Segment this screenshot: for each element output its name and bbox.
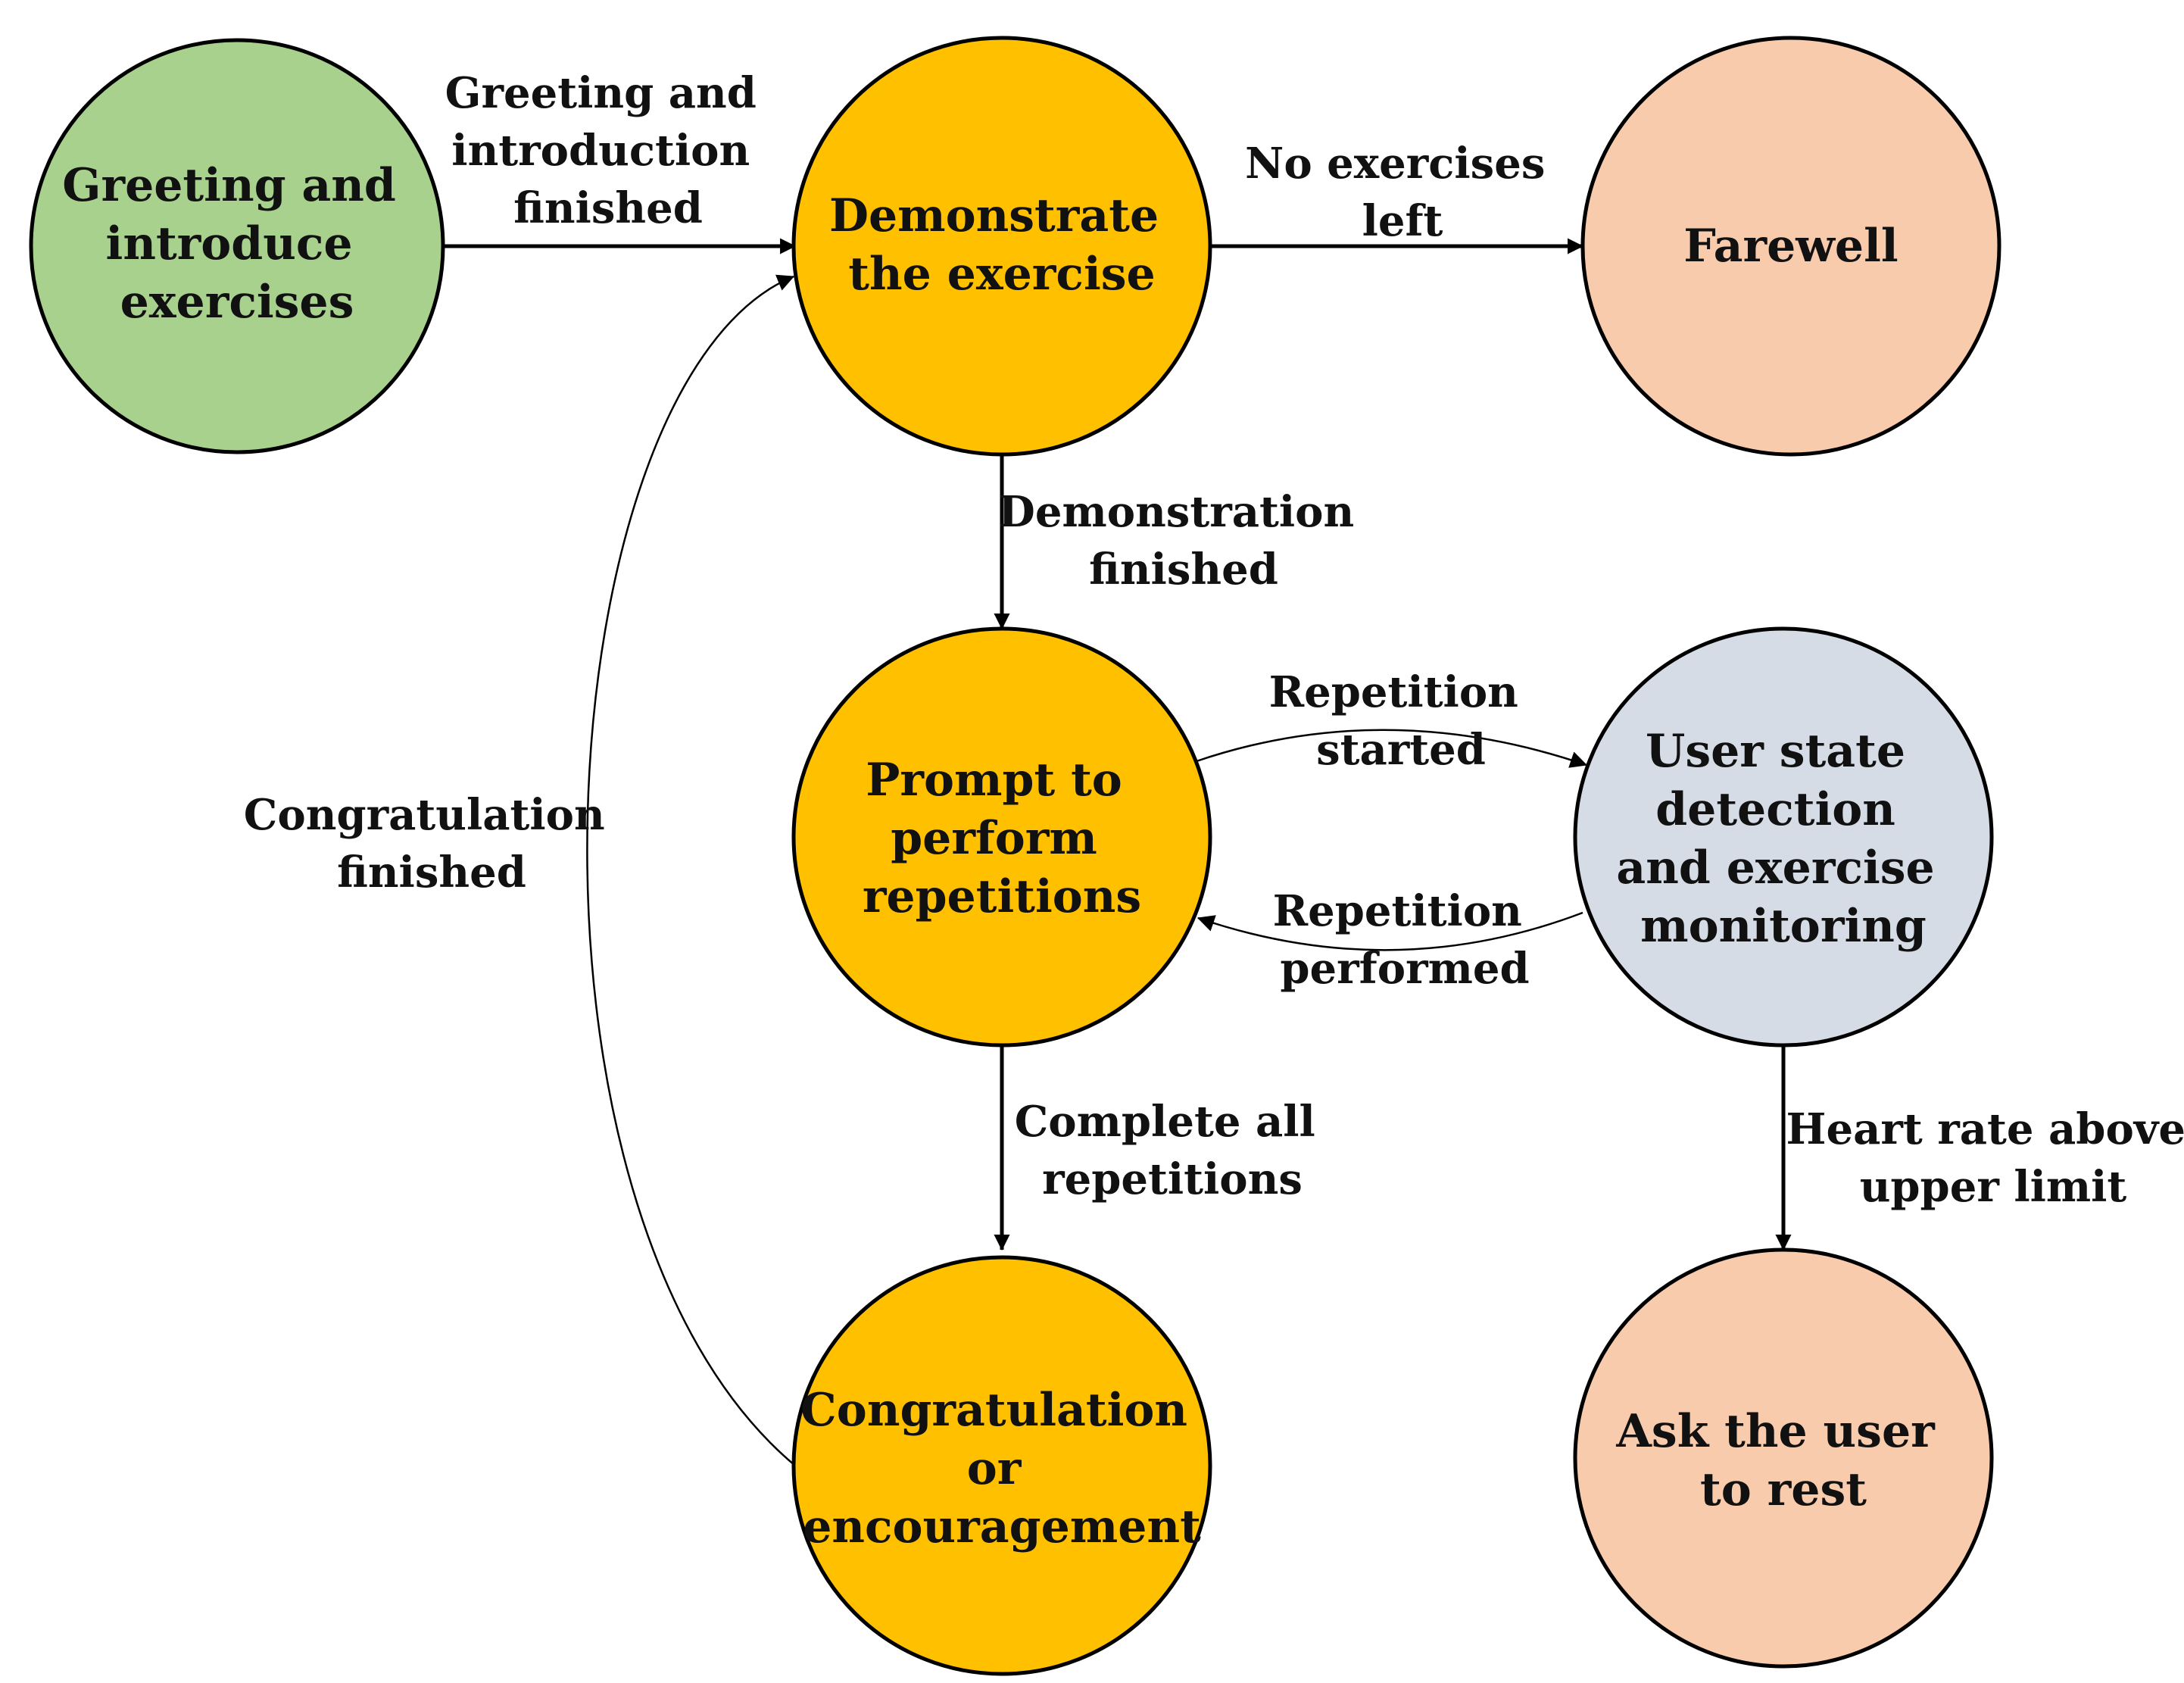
node-rest-line1: Ask the user	[1615, 1405, 1936, 1458]
node-monitor-line2: detection	[1655, 783, 1895, 836]
label-congrat-finished-line2: finished	[337, 848, 526, 898]
node-prompt: Prompt to perform repetitions	[791, 626, 1212, 1048]
label-no-exercises-line2: left	[1362, 196, 1443, 246]
label-heart-rate: Heart rate above upper limit	[1786, 1104, 2184, 1212]
node-rest: Ask the user to rest	[1573, 1247, 1994, 1669]
edge-congrat-to-demo	[586, 274, 796, 1466]
node-demonstrate-circle	[791, 36, 1212, 457]
label-heart-rate-line2: upper limit	[1860, 1162, 2127, 1212]
label-congrat-finished: Congratulation finished	[244, 790, 619, 898]
node-monitor-circle	[1573, 626, 1994, 1048]
label-rep-performed: Repetition performed	[1273, 886, 1537, 994]
node-monitor-line3: and exercise	[1616, 842, 1934, 895]
label-rep-started-line1: Repetition	[1269, 667, 1518, 717]
label-congrat-finished-line1: Congratulation	[244, 790, 605, 840]
node-prompt-line1: Prompt to	[866, 754, 1122, 807]
node-farewell-circle	[1580, 36, 2001, 457]
svg-text:Prompt to perform: Prompt to perform repetitions	[863, 754, 1141, 923]
label-intro-finished-line1: Greeting and	[445, 68, 757, 118]
node-greeting-line2: introduce	[106, 217, 353, 270]
label-complete-all-line2: repetitions	[1042, 1154, 1303, 1204]
svg-text:Congratulation or: Congratulation or encouragement	[800, 1384, 1203, 1553]
label-rep-started: Repetition started	[1269, 667, 1533, 775]
label-demo-finished-line1: Demonstration	[998, 487, 1354, 537]
node-prompt-line2: perform	[891, 812, 1097, 865]
node-prompt-circle	[791, 626, 1212, 1048]
svg-text:Ask the user to rest: Ask the user to rest	[1615, 1405, 1950, 1516]
svg-text:Demonstrate the exercise: Demonstrate the exercise	[829, 189, 1175, 301]
node-farewell: Farewell	[1580, 36, 2001, 457]
svg-text:User state detection: User state detection and exercise monito…	[1616, 725, 1950, 953]
label-demo-finished: Demonstration finished	[998, 487, 1368, 595]
svg-text:Farewell: Farewell	[1683, 220, 1898, 273]
label-intro-finished-line3: finished	[513, 183, 703, 233]
node-greeting: Greeting and introduce exercises	[29, 38, 445, 454]
label-no-exercises-line1: No exercises	[1245, 139, 1545, 189]
node-prompt-line3: repetitions	[863, 870, 1141, 923]
label-intro-finished: Greeting and introduction finished	[445, 68, 772, 233]
node-monitor-line4: monitoring	[1640, 900, 1927, 953]
node-congrat-line1: Congratulation	[800, 1384, 1187, 1437]
edge-prompt-to-monitor	[1196, 729, 1588, 768]
label-heart-rate-line1: Heart rate above	[1786, 1104, 2184, 1154]
edge-monitor-to-prompt	[1197, 911, 1583, 951]
node-demonstrate: Demonstrate the exercise	[791, 36, 1212, 457]
node-congrat-line2: or	[967, 1442, 1022, 1495]
label-demo-finished-line2: finished	[1089, 545, 1278, 595]
node-rest-circle	[1573, 1247, 1994, 1669]
label-rep-performed-line1: Repetition	[1273, 886, 1522, 936]
node-congrat-line3: encouragement	[803, 1500, 1201, 1553]
node-demonstrate-line2: the exercise	[848, 248, 1155, 301]
node-greeting-line1: Greeting and	[62, 159, 396, 212]
label-no-exercises: No exercises left	[1245, 139, 1560, 246]
label-intro-finished-line2: introduction	[451, 126, 750, 176]
node-demonstrate-line1: Demonstrate	[829, 189, 1159, 242]
node-farewell-line1: Farewell	[1683, 220, 1898, 273]
label-rep-performed-line2: performed	[1280, 944, 1529, 994]
label-complete-all-line1: Complete all	[1015, 1097, 1315, 1147]
node-monitor: User state detection and exercise monito…	[1573, 626, 1994, 1048]
node-congrat: Congratulation or encouragement	[791, 1255, 1212, 1676]
node-monitor-line1: User state	[1646, 725, 1905, 778]
svg-text:Greeting and introduce: Greeting and introduce exercises	[62, 159, 412, 329]
node-greeting-line3: exercises	[120, 276, 354, 329]
node-rest-line2: to rest	[1700, 1463, 1867, 1516]
node-congrat-circle	[791, 1255, 1212, 1676]
label-rep-started-line2: started	[1316, 725, 1486, 775]
label-complete-all: Complete all repetitions	[1015, 1097, 1331, 1204]
node-greeting-circle	[29, 38, 445, 454]
